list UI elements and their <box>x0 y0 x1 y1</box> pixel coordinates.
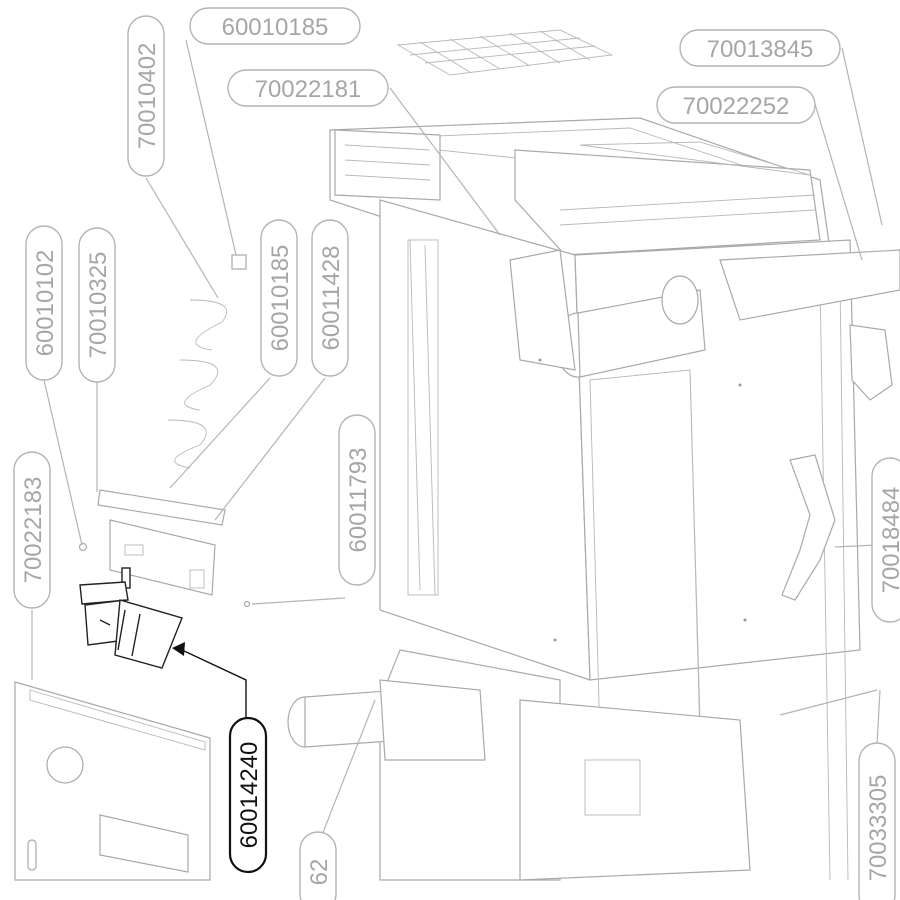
callout-70018484: 70018484 <box>871 457 900 623</box>
callout-60011793: 60011793 <box>338 414 376 586</box>
callout-62: 62 <box>299 831 337 900</box>
callout-60011428: 60011428 <box>311 219 349 377</box>
callout-60014240: 60014240 <box>228 716 268 874</box>
svg-text:60011428: 60011428 <box>318 246 345 351</box>
svg-text:70010402: 70010402 <box>134 43 161 150</box>
svg-text:60010102: 60010102 <box>32 250 59 357</box>
svg-text:70022183: 70022183 <box>20 477 47 584</box>
auger-screw <box>156 254 247 492</box>
svg-text:60011793: 60011793 <box>345 448 372 553</box>
grid-element <box>396 29 614 76</box>
front-cover-panel <box>14 681 211 881</box>
svg-text:70018484: 70018484 <box>878 487 900 594</box>
callout-60010185-top: 60010185 <box>189 7 361 45</box>
motor-part-60014240 <box>79 567 183 669</box>
callout-70010402: 70010402 <box>127 15 165 177</box>
svg-text:70033305: 70033305 <box>865 775 892 882</box>
trough-plate <box>78 489 251 608</box>
svg-text:70013845: 70013845 <box>707 36 814 63</box>
svg-text:60010185: 60010185 <box>222 14 329 41</box>
svg-text:70022252: 70022252 <box>683 93 790 120</box>
callout-60010102: 60010102 <box>25 225 63 381</box>
svg-text:70022181: 70022181 <box>255 76 362 103</box>
main-housing <box>287 117 900 881</box>
svg-text:62: 62 <box>306 859 333 886</box>
callout-70033305: 70033305 <box>858 742 896 900</box>
callout-70022252: 70022252 <box>656 86 816 124</box>
callout-60010185: 60010185 <box>260 219 298 377</box>
svg-text:70010325: 70010325 <box>85 252 112 359</box>
svg-text:60010185: 60010185 <box>267 245 294 352</box>
svg-text:60014240: 60014240 <box>236 742 263 849</box>
leader-lines <box>31 39 883 836</box>
callout-70022181: 70022181 <box>227 69 389 107</box>
callout-70022183: 70022183 <box>13 451 51 609</box>
callout-70010325: 70010325 <box>78 227 116 383</box>
callout-70013845: 70013845 <box>679 29 841 67</box>
